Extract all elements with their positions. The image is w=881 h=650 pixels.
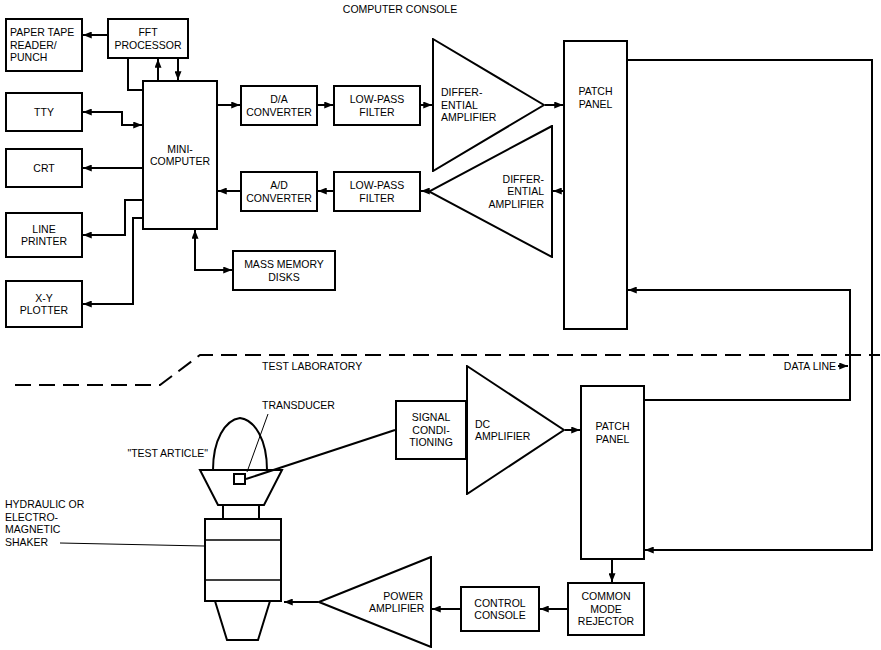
part-name: HYDRAULIC OR ELECTRO- MAGNETIC SHAKER <box>5 498 93 548</box>
process-box: D/A CONVERTER <box>240 85 318 126</box>
filter-box: LOW-PASS FILTER <box>333 171 421 212</box>
signal-connector <box>540 608 567 610</box>
signal-connector <box>177 59 179 80</box>
signal-connector <box>218 190 240 192</box>
node-label: LOW-PASS FILTER <box>335 176 419 207</box>
node-label: POWER AMPLIFIER <box>366 587 426 618</box>
node-label: COMMON MODE REJECTOR <box>569 587 643 631</box>
node-label: A/D CONVERTER <box>242 176 316 207</box>
transducer-cable <box>246 430 395 479</box>
amplifier-triangle: DC AMPLIFIER <box>466 365 565 495</box>
part-name: "TEST ARTICLE" <box>100 447 208 460</box>
shaker-body <box>205 519 281 601</box>
triangle-outline <box>467 366 564 494</box>
signal-connector <box>421 190 428 192</box>
shaker-detail <box>205 540 281 580</box>
signal-connector <box>432 608 460 610</box>
patch-panel: PATCH PANEL <box>563 40 628 330</box>
node-label: LOW-PASS FILTER <box>335 90 419 121</box>
part-name: TRANSDUCER <box>262 399 352 412</box>
node-label: X-Y PLOTTER <box>7 289 81 320</box>
signal-name: DATA LINE <box>760 360 836 373</box>
node-label: TTY <box>7 103 81 122</box>
process-box: COMMON MODE REJECTOR <box>567 582 645 636</box>
peripheral-box: PAPER TAPE READER/ PUNCH <box>5 18 83 72</box>
peripheral-box: LINE PRINTER <box>5 212 83 258</box>
test-article-base <box>200 470 282 505</box>
signal-connector <box>157 59 159 80</box>
region-heading: TEST LABORATORY <box>262 360 402 373</box>
signal-connector <box>611 560 613 582</box>
amplifier-triangle: DIFFER- ENTIAL AMPLIFIER <box>428 125 553 258</box>
region-heading: COMPUTER CONSOLE <box>330 3 470 16</box>
data-line-pointer <box>838 365 848 367</box>
node-label: DC AMPLIFIER <box>472 415 534 446</box>
node-label: CONTROL CONSOLE <box>462 594 538 625</box>
peripheral-box: CRT <box>5 148 83 188</box>
transducer-symbol <box>234 474 245 484</box>
node-label: D/A CONVERTER <box>242 90 316 121</box>
storage-box: MASS MEMORY DISKS <box>232 250 336 291</box>
leader-line <box>60 543 204 546</box>
node-label: CRT <box>7 159 81 178</box>
test-article-cone <box>213 418 267 470</box>
peripheral-box: TTY <box>5 92 83 132</box>
patch-panel: PATCH PANEL <box>580 385 645 560</box>
node-label: DIFFER- ENTIAL AMPLIFIER <box>438 83 502 127</box>
signal-connector <box>195 230 232 270</box>
process-box: CONTROL CONSOLE <box>460 586 540 632</box>
node-label: SIGNAL CONDI- TIONING <box>397 408 465 452</box>
signal-connector <box>628 290 850 400</box>
triangle-outline <box>319 557 431 647</box>
node-label: PATCH PANEL <box>565 82 626 113</box>
node-label: MASS MEMORY DISKS <box>234 255 334 286</box>
signal-connector <box>553 190 563 192</box>
signal-connector <box>83 112 142 125</box>
signal-connector <box>628 60 872 550</box>
triangle-outline <box>429 126 552 257</box>
process-box: SIGNAL CONDI- TIONING <box>395 400 467 460</box>
amplifier-triangle: POWER AMPLIFIER <box>318 556 432 648</box>
signal-connector <box>565 429 580 431</box>
signal-connector <box>318 104 333 106</box>
shaker-neck <box>223 505 259 519</box>
node-label: LINE PRINTER <box>7 220 81 251</box>
node-label: FFT PROCESSOR <box>109 23 187 54</box>
node-label: PAPER TAPE READER/ PUNCH <box>7 23 81 67</box>
process-box: FFT PROCESSOR <box>107 18 189 59</box>
signal-connector <box>83 218 142 304</box>
drive-line <box>284 601 318 603</box>
region-divider <box>15 355 880 385</box>
node-label: MINI- COMPUTER <box>144 140 216 171</box>
node-label: DIFFER- ENTIAL AMPLIFIER <box>483 170 547 214</box>
signal-connector <box>421 104 432 106</box>
process-box: A/D CONVERTER <box>240 171 318 212</box>
signal-connector <box>545 104 563 106</box>
signal-connector <box>318 190 333 192</box>
node-label: PATCH PANEL <box>582 417 643 448</box>
filter-box: LOW-PASS FILTER <box>333 85 421 126</box>
signal-connector <box>83 167 142 169</box>
shaker-base <box>215 601 270 640</box>
computer-box: MINI- COMPUTER <box>142 80 218 230</box>
peripheral-box: X-Y PLOTTER <box>5 280 83 328</box>
leader-line <box>247 414 268 472</box>
signal-connector <box>218 104 240 106</box>
